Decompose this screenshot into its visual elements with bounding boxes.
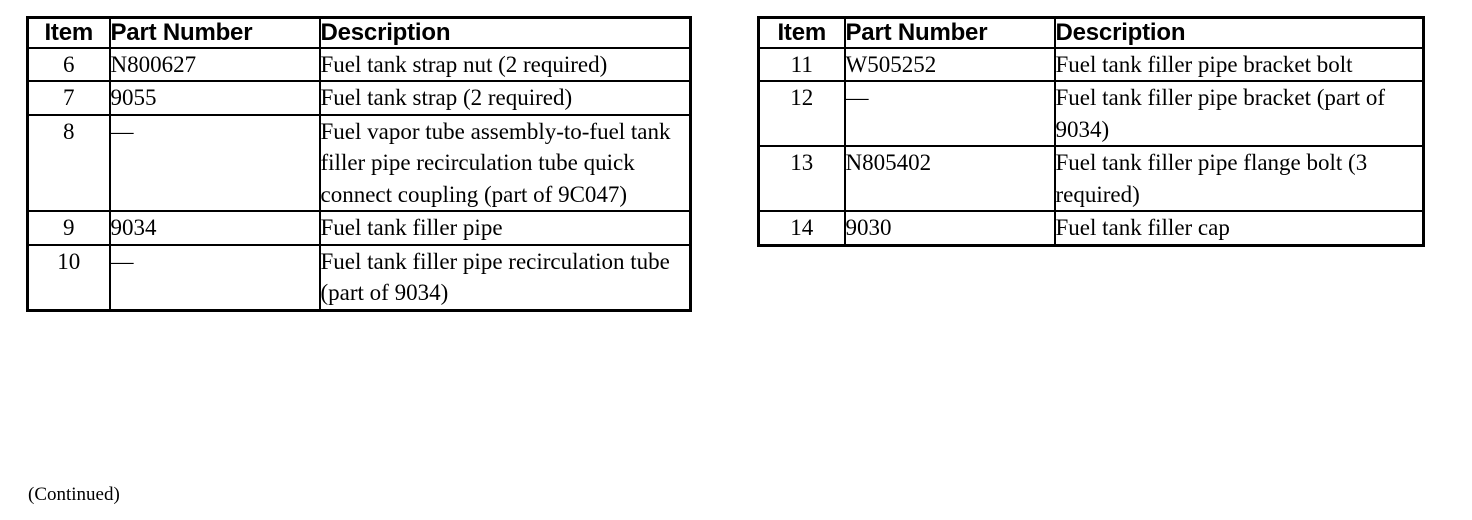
cell-description: Fuel tank filler pipe recirculation tube… <box>318 243 692 312</box>
table-row: 9 9034 Fuel tank filler pipe <box>26 210 692 246</box>
table-row: 8 — Fuel vapor tube assembly-to-fuel tan… <box>26 113 692 213</box>
cell-part-number: N805402 <box>843 145 1056 213</box>
column-header-description: Description <box>318 16 692 49</box>
column-header-part-number: Part Number <box>843 16 1056 49</box>
column-header-item: Item <box>757 16 846 49</box>
table-row: 13 N805402 Fuel tank filler pipe flange … <box>757 145 1425 213</box>
cell-item: 9 <box>26 210 111 246</box>
column-header-item: Item <box>26 16 111 49</box>
table-header: Item Part Number Description <box>757 16 1425 49</box>
cell-part-number: 9030 <box>843 210 1056 247</box>
cell-item: 10 <box>26 243 111 312</box>
cell-part-number: — <box>843 80 1056 148</box>
parts-table-left: Item Part Number Description 6 N800627 F… <box>26 16 692 312</box>
cell-description: Fuel tank filler pipe <box>318 210 692 246</box>
parts-table: Item Part Number Description 11 W505252 … <box>757 16 1425 247</box>
column-header-part-number: Part Number <box>108 16 321 49</box>
parts-table-right: Item Part Number Description 11 W505252 … <box>757 16 1425 247</box>
cell-item: 6 <box>26 46 111 83</box>
cell-item: 13 <box>757 145 846 213</box>
table-row: 12 — Fuel tank filler pipe bracket (part… <box>757 80 1425 148</box>
cell-description: Fuel tank filler pipe bracket (part of 9… <box>1053 80 1425 148</box>
cell-item: 11 <box>757 46 846 83</box>
cell-description: Fuel tank filler pipe flange bolt (3 req… <box>1053 145 1425 213</box>
cell-item: 7 <box>26 80 111 116</box>
continued-note: (Continued) <box>28 484 120 505</box>
cell-part-number: W505252 <box>843 46 1056 83</box>
cell-item: 8 <box>26 113 111 213</box>
table-row: 11 W505252 Fuel tank filler pipe bracket… <box>757 46 1425 83</box>
cell-description: Fuel tank filler pipe bracket bolt <box>1053 46 1425 83</box>
table-header: Item Part Number Description <box>26 16 692 49</box>
parts-table: Item Part Number Description 6 N800627 F… <box>26 16 692 312</box>
table-row: 6 N800627 Fuel tank strap nut (2 require… <box>26 46 692 83</box>
cell-description: Fuel tank filler cap <box>1053 210 1425 247</box>
table-body: 6 N800627 Fuel tank strap nut (2 require… <box>26 46 692 312</box>
cell-description: Fuel tank strap (2 required) <box>318 80 692 116</box>
table-row: 10 — Fuel tank filler pipe recirculation… <box>26 243 692 312</box>
cell-item: 14 <box>757 210 846 247</box>
table-row: 7 9055 Fuel tank strap (2 required) <box>26 80 692 116</box>
column-header-description: Description <box>1053 16 1425 49</box>
cell-part-number: 9034 <box>108 210 321 246</box>
table-row: 14 9030 Fuel tank filler cap <box>757 210 1425 247</box>
cell-part-number: — <box>108 113 321 213</box>
cell-item: 12 <box>757 80 846 148</box>
cell-part-number: N800627 <box>108 46 321 83</box>
table-body: 11 W505252 Fuel tank filler pipe bracket… <box>757 46 1425 247</box>
cell-part-number: — <box>108 243 321 312</box>
cell-description: Fuel tank strap nut (2 required) <box>318 46 692 83</box>
cell-description: Fuel vapor tube assembly-to-fuel tank fi… <box>318 113 692 213</box>
cell-part-number: 9055 <box>108 80 321 116</box>
table-header-row: Item Part Number Description <box>757 16 1425 49</box>
table-header-row: Item Part Number Description <box>26 16 692 49</box>
